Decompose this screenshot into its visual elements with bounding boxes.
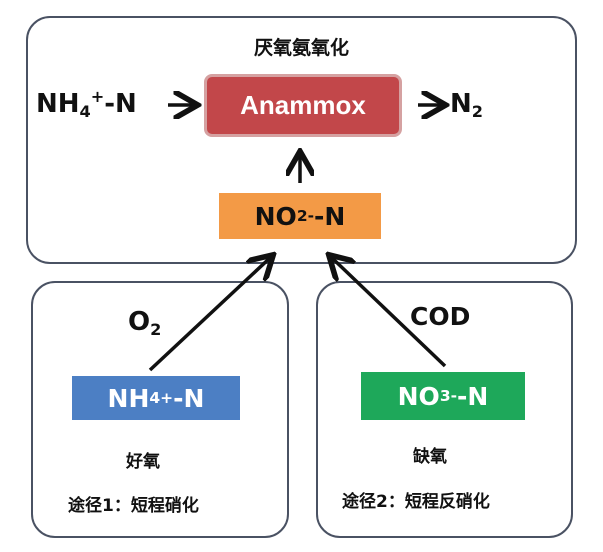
nh4-box-suffix: -N	[173, 383, 205, 413]
route1-label: 途径1：短程硝化	[68, 496, 199, 516]
o2-label: O2	[128, 307, 162, 340]
o2-base: O	[128, 307, 151, 337]
nh4-input-label: NH4+-N	[36, 87, 137, 122]
n2-base: N	[450, 89, 472, 119]
no2-base: NO	[254, 201, 297, 231]
arrow-no3-to-no2	[330, 256, 447, 368]
no3-base: NO	[397, 381, 440, 411]
anoxic-label: 缺氧	[413, 447, 447, 467]
arrow-nh4-to-no2	[148, 256, 272, 372]
nh4-superscript: +	[90, 87, 105, 107]
nh4-subscript: 4	[79, 102, 91, 122]
no3-suffix: -N	[457, 381, 489, 411]
nh4-base: NH	[36, 89, 80, 119]
no2-suffix: -N	[314, 201, 346, 231]
aerobic-label: 好氧	[126, 452, 160, 472]
n2-subscript: 2	[471, 102, 483, 122]
route2-label: 途径2：短程反硝化	[342, 492, 490, 512]
o2-subscript: 2	[150, 320, 162, 340]
anammox-box: Anammox	[204, 74, 402, 137]
nh4-box-base: NH	[107, 383, 150, 413]
anaerobic-ammonium-oxidation-title: 厌氧氨氧化	[253, 37, 349, 59]
n2-output-label: N2	[450, 89, 483, 122]
nh4-suffix: -N	[104, 89, 137, 119]
cod-label: COD	[410, 302, 471, 331]
